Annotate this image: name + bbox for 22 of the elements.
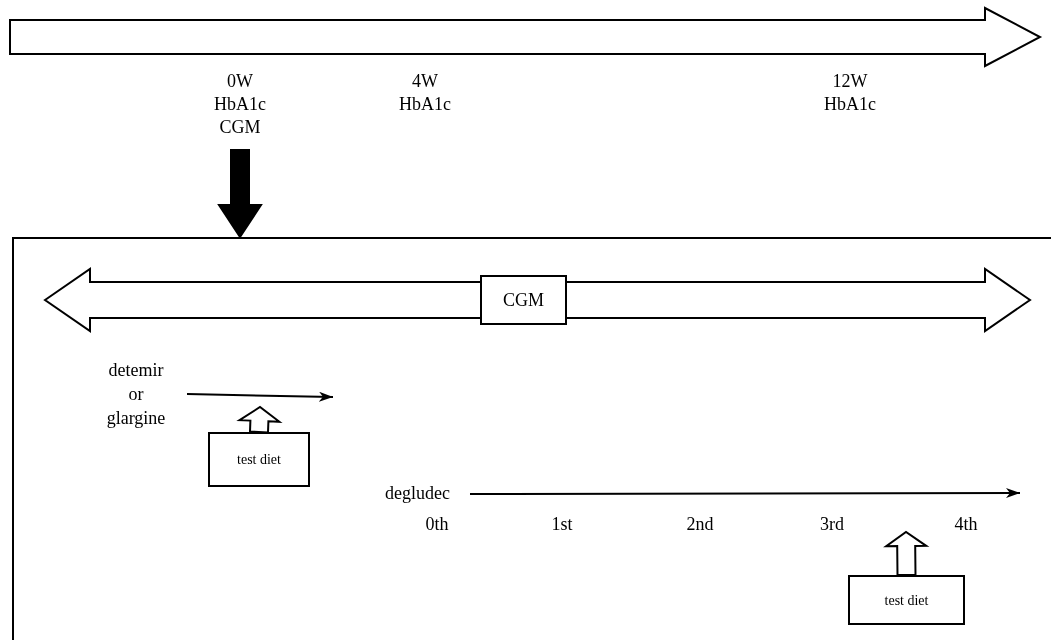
block-arrow — [236, 405, 283, 434]
session-label: 4th — [953, 513, 979, 535]
session-label: 2nd — [685, 513, 715, 535]
arrow — [186, 391, 334, 402]
drug-label: degludec — [385, 482, 451, 505]
session-label: 3rd — [819, 513, 845, 535]
test-label: HbA1c — [823, 93, 877, 115]
week-label: 4W — [411, 70, 439, 92]
week-label: 12W — [831, 70, 869, 92]
session-label: 1st — [550, 513, 574, 535]
test-diet-box: test diet — [208, 432, 310, 487]
week-label: HbA1c — [213, 93, 267, 116]
test-label: HbA1c — [398, 93, 452, 115]
test-diet-box: test diet — [848, 575, 965, 625]
arrow — [217, 149, 263, 239]
week-label: 0W — [226, 70, 254, 93]
block-arrow — [883, 530, 930, 577]
week-label: CGM — [218, 116, 262, 139]
session-label: 0th — [424, 513, 450, 535]
drug-label: detemir or glargine — [105, 359, 167, 430]
cgm-box: CGM — [480, 275, 567, 325]
arrow — [469, 488, 1021, 499]
